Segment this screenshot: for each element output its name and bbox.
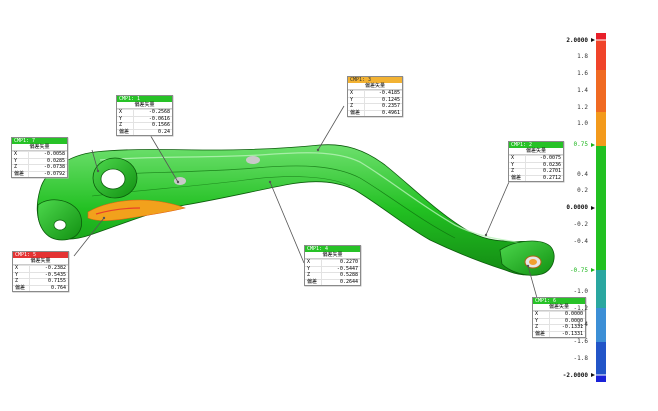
scale-tick-label: 1.8 <box>577 53 588 61</box>
callout-title: CMP1: 7 <box>12 138 67 144</box>
callout-subtitle: 偏差矢量 <box>509 148 563 155</box>
scale-tick-label: -0.2 <box>573 220 588 228</box>
scale-tick-marker <box>591 38 595 42</box>
scale-tick-marker <box>591 373 595 377</box>
scale-tick-label: 1.2 <box>577 103 588 111</box>
scale-tick-label: -1.0 <box>573 287 588 295</box>
leader-lines <box>73 105 538 299</box>
scale-tick-label: 1.6 <box>577 70 588 77</box>
callout-subtitle: 偏差矢量 <box>13 258 68 265</box>
callout-title: CMP1: 1 <box>117 96 172 102</box>
scale-tick-label: 0.2 <box>577 187 588 195</box>
scale-tick-label: 1.0 <box>577 120 588 128</box>
callout-title: CMP1: 2 <box>509 142 563 148</box>
measure-spot-2 <box>246 156 260 164</box>
deviation-patch <box>87 199 186 221</box>
callout-subtitle: 偏差矢量 <box>533 304 585 311</box>
callout-title: CMP1: 3 <box>348 77 402 83</box>
lug-hole <box>53 219 67 231</box>
scale-tick-marker <box>591 268 595 273</box>
leader-dots <box>96 148 530 268</box>
color-scale-bar <box>596 33 612 382</box>
scale-tick-label: -0.75 <box>569 266 588 274</box>
scale-tick-label: 1.4 <box>577 86 588 94</box>
scale-tick-marker <box>591 205 595 210</box>
callout-title: CMP1: 5 <box>13 252 68 258</box>
scale-tick-label: -1.8 <box>573 354 588 362</box>
hub-hole <box>100 168 126 190</box>
callout-subtitle: 偏差矢量 <box>305 252 360 259</box>
callout-title: CMP1: 6 <box>533 298 585 304</box>
measure-spot-1 <box>174 177 186 185</box>
scale-tick-label: -1.4 <box>573 321 588 329</box>
callout-subtitle: 偏差矢量 <box>348 83 402 90</box>
scale-tick-label: -1.6 <box>573 338 588 345</box>
scale-tick-label: 0.4 <box>577 170 588 178</box>
scale-tick-label: 2.0000 <box>566 36 588 44</box>
scale-tick-label: -2.0000 <box>562 371 588 379</box>
callout-subtitle: 偏差矢量 <box>117 102 172 109</box>
scale-tick-label: 0.0000 <box>566 204 588 211</box>
callout-title: CMP1: 4 <box>305 246 360 252</box>
scale-tick-label: 0.75 <box>573 141 588 149</box>
callout-subtitle: 偏差矢量 <box>12 144 67 151</box>
scale-tick-label: -1.2 <box>573 304 588 312</box>
scale-tick-label: -0.4 <box>573 237 588 245</box>
scale-tick-marker <box>591 142 595 147</box>
